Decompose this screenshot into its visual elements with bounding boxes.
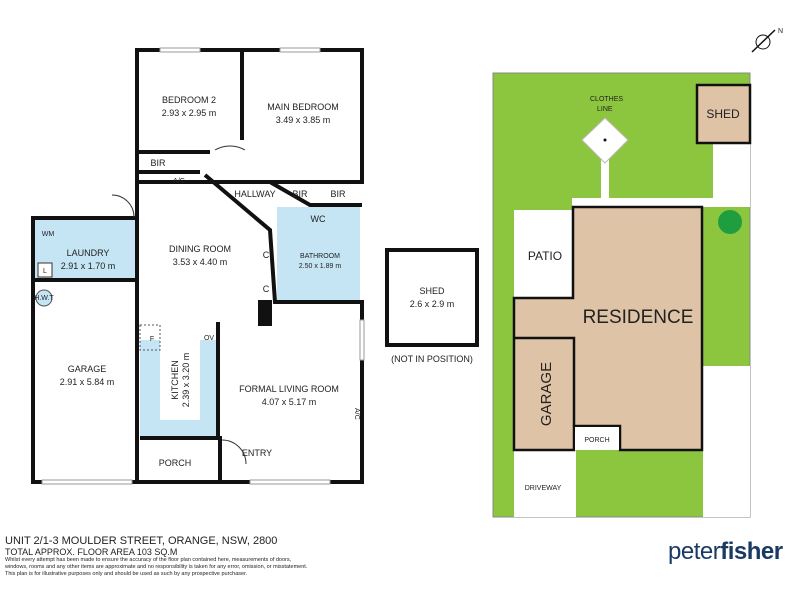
room-name: BEDROOM 2 [162, 95, 216, 105]
room-name: MAIN BEDROOM [267, 102, 339, 112]
hot-water-tank [35, 289, 53, 307]
room-size: 2.93 x 2.95 m [162, 108, 217, 118]
ac-label: A/C [173, 178, 185, 185]
room-name: KITCHEN [170, 360, 180, 400]
window [279, 47, 321, 53]
walls [31, 48, 479, 484]
room-size: 2.6 x 2.9 m [410, 299, 455, 309]
room-size: 4.07 x 5.17 m [262, 397, 317, 407]
site-garage-label: GARAGE [538, 362, 555, 426]
entry-label: ENTRY [242, 448, 272, 458]
compass-north-label: N [778, 28, 783, 35]
entry-door[interactable] [221, 439, 247, 465]
tree-icon [718, 210, 742, 234]
column [258, 300, 272, 326]
bir-label: BIR [292, 189, 308, 199]
room-size: 2.50 x 1.89 m [299, 263, 342, 270]
window [159, 47, 201, 53]
logo-part: fisher [720, 538, 783, 565]
room-name: LAUNDRY [67, 248, 110, 258]
oven-label: OV [204, 335, 214, 342]
room-name: SHED [419, 286, 445, 296]
hallway-label: HALLWAY [234, 189, 275, 199]
wc-label: WC [311, 214, 326, 224]
site-plan [492, 72, 752, 518]
linen-label: L [43, 268, 47, 275]
disclaimer-line: This plan is for illustrative purposes o… [5, 571, 248, 577]
room-name: DINING ROOM [169, 244, 231, 254]
porch-label: PORCH [159, 458, 192, 468]
disclaimer-line: windows, rooms and any other items are a… [5, 564, 308, 570]
laundry-door[interactable] [111, 194, 135, 218]
site-patio-label: PATIO [528, 249, 562, 263]
room-name: BATHROOM [300, 253, 340, 260]
room-size: 2.91 x 1.70 m [61, 261, 116, 271]
fridge-label: F [150, 336, 154, 343]
room-size: 3.53 x 4.40 m [173, 257, 228, 267]
window [249, 479, 331, 485]
washing-machine-label: WM [42, 231, 55, 238]
site-driveway-label: DRIVEWAY [525, 485, 562, 492]
bir-label: BIR [150, 158, 166, 168]
clothes-line-label: LINE [597, 106, 613, 113]
garage-door[interactable] [41, 479, 133, 485]
compass-icon: N [751, 28, 783, 53]
site-residence-label: RESIDENCE [583, 307, 694, 328]
ac-label: A/C [353, 408, 360, 420]
floor-area: TOTAL APPROX. FLOOR AREA 103 SQ.M [5, 547, 178, 557]
kitchen-bench [140, 340, 218, 436]
bedroom-door[interactable] [214, 145, 246, 151]
room-size: 2.91 x 5.84 m [60, 377, 115, 387]
room-size: 2.39 x 3.20 m [181, 353, 191, 408]
bir-label: BIR [330, 189, 346, 199]
bathroom-area [277, 207, 360, 302]
window [359, 319, 365, 361]
hwt-label: H.W.T [34, 295, 54, 302]
disclaimer-line: Whilst every attempt has been made to en… [5, 557, 292, 563]
fridge-space [139, 324, 161, 351]
room-name: GARAGE [68, 364, 107, 374]
logo-part: peter [668, 538, 721, 565]
room-name: FORMAL LIVING ROOM [239, 384, 339, 394]
cupboard-label: C [263, 284, 270, 294]
peter-fisher-logo: peterfisher [668, 538, 783, 566]
address: UNIT 2/1-3 MOULDER STREET, ORANGE, NSW, … [5, 535, 278, 547]
linen [37, 262, 53, 278]
room-size: 3.49 x 3.85 m [276, 115, 331, 125]
shed-note: (NOT IN POSITION) [391, 354, 473, 364]
site-porch-label: PORCH [584, 437, 609, 444]
site-shed-label: SHED [706, 107, 740, 121]
cupboard-label: C [263, 250, 270, 260]
clothes-line-label: CLOTHES [590, 96, 623, 103]
footer: UNIT 2/1-3 MOULDER STREET, ORANGE, NSW, … [5, 536, 307, 578]
